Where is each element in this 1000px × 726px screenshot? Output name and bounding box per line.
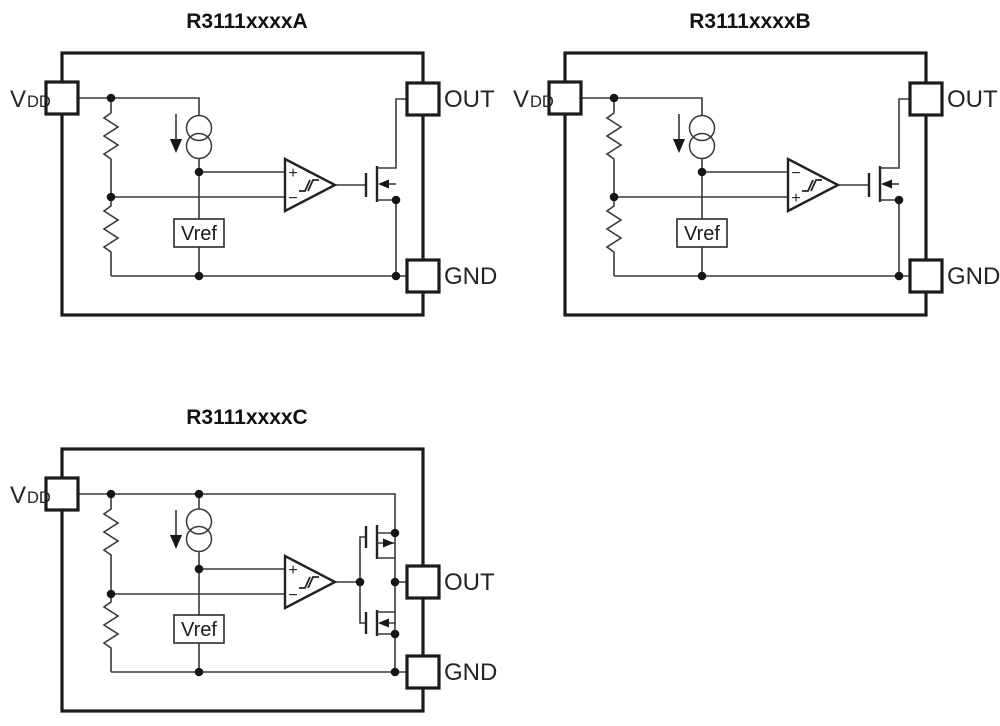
vdd-label: V <box>10 482 26 509</box>
current-source-icon <box>673 114 716 160</box>
vref-block: Vref <box>173 614 225 644</box>
resistor-divider <box>605 98 623 276</box>
gnd-label: GND <box>444 263 497 290</box>
diagram-title: R3111xxxxA <box>186 10 307 33</box>
comparator: + − <box>283 157 338 213</box>
junction-dots <box>106 489 400 677</box>
out-label: OUT <box>947 86 998 113</box>
vdd-pin <box>44 476 80 512</box>
current-source-icon <box>170 114 213 160</box>
current-source-icon <box>170 508 213 553</box>
comparator: + − <box>283 554 338 610</box>
diagram-title: R3111xxxxC <box>186 406 307 429</box>
vdd-label: V <box>513 86 529 113</box>
comparator: − + <box>786 157 841 213</box>
ic-outline <box>563 51 928 317</box>
vdd-pin <box>547 80 583 116</box>
diagram-r3111a: R3111xxxxA + − Vref <box>10 10 497 317</box>
diagram-title: R3111xxxxB <box>689 10 810 33</box>
vdd-label-sub: DD <box>27 489 51 507</box>
out-pin <box>908 81 944 117</box>
ic-outline <box>60 51 425 317</box>
vref-label: Vref <box>684 223 720 245</box>
out-pin <box>405 564 441 600</box>
comparator-top-sign: − <box>791 165 800 182</box>
diagram-r3111b: R3111xxxxB − + Vref <box>513 10 1000 317</box>
hysteresis-icon <box>802 179 822 192</box>
out-label: OUT <box>444 569 495 596</box>
nch-mosfet-icon <box>364 98 407 276</box>
gnd-label: GND <box>947 263 1000 290</box>
vdd-label-sub: DD <box>530 93 554 111</box>
junction-dots <box>106 93 401 281</box>
gnd-pin <box>405 654 441 690</box>
vref-block: Vref <box>676 218 728 248</box>
hysteresis-icon <box>299 576 319 589</box>
vdd-label: V <box>10 86 26 113</box>
pch-mosfet-icon <box>364 525 395 559</box>
diagram-r3111c: R3111xxxxC + − <box>10 406 497 713</box>
vdd-label-sub: DD <box>27 93 51 111</box>
comparator-bottom-sign: + <box>791 190 800 207</box>
gnd-label: GND <box>444 659 497 686</box>
out-pin <box>405 81 441 117</box>
current-arrow-icon <box>673 139 685 153</box>
connection-wires <box>78 97 407 277</box>
vref-block: Vref <box>173 218 225 248</box>
nch-mosfet-icon <box>364 610 395 636</box>
comparator-bottom-sign: − <box>288 190 297 207</box>
current-arrow-icon <box>170 535 182 549</box>
vdd-pin <box>44 80 80 116</box>
comparator-top-sign: + <box>288 562 297 579</box>
comparator-top-sign: + <box>288 165 297 182</box>
nch-mosfet-icon <box>867 98 910 276</box>
gnd-pin <box>405 258 441 294</box>
vref-label: Vref <box>181 619 217 641</box>
connection-wires <box>581 97 910 277</box>
resistor-divider <box>102 494 120 672</box>
current-arrow-icon <box>170 139 182 153</box>
vref-label: Vref <box>181 223 217 245</box>
junction-dots <box>609 93 904 281</box>
resistor-divider <box>102 98 120 276</box>
gnd-pin <box>908 258 944 294</box>
hysteresis-icon <box>299 179 319 192</box>
comparator-bottom-sign: − <box>288 587 297 604</box>
out-label: OUT <box>444 86 495 113</box>
